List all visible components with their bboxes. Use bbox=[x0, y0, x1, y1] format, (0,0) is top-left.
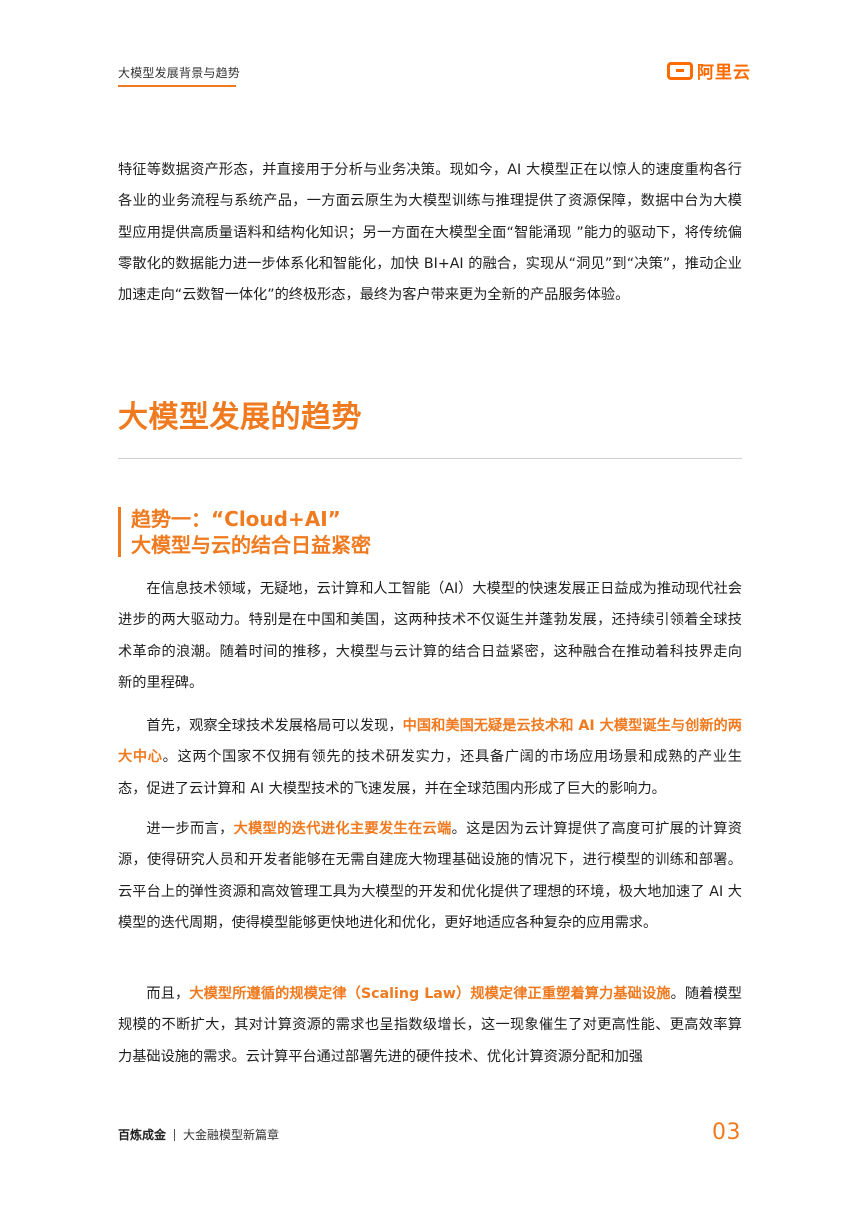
paragraph-3-text-b: 。这是因为云计算提供了高度可扩展的计算资源，使得研究人员和开发者能够在无需自建庞… bbox=[118, 821, 742, 931]
intro-paragraph: 特征等数据资产形态，并直接用于分析与业务决策。现如今，AI 大模型正在以惊人的速… bbox=[118, 162, 742, 304]
paragraph-2-text-a: 首先，观察全球技术发展格局可以发现， bbox=[146, 718, 403, 734]
paragraph-3: 进一步而言，大模型的迭代进化主要发生在云端。这是因为云计算提供了高度可扩展的计算… bbox=[118, 814, 742, 939]
subsection-accent-bar bbox=[118, 507, 121, 557]
page-footer: 百炼成金 大金融模型新篇章 bbox=[118, 1126, 279, 1143]
section-divider bbox=[118, 458, 742, 459]
paragraph-3-highlight: 大模型的迭代进化主要发生在云端 bbox=[233, 821, 452, 837]
section-title: 大模型发展的趋势 bbox=[118, 400, 362, 435]
footer-subtitle: 大金融模型新篇章 bbox=[183, 1128, 280, 1142]
footer-brand: 百炼成金 bbox=[118, 1128, 167, 1142]
paragraph-4-text-b: 。随着模型规模的不断扩大，其对计算资源的需求也呈指数级增长，这一现象催生了对更高… bbox=[118, 986, 742, 1065]
paragraph-3-text-a: 进一步而言， bbox=[146, 821, 234, 837]
paragraph-1: 在信息技术领域，无疑地，云计算和人工智能（AI）大模型的快速发展正日益成为推动现… bbox=[118, 581, 742, 691]
logo-text: 阿里云 bbox=[697, 63, 751, 83]
paragraph-4-text-a: 而且， bbox=[146, 986, 190, 1002]
header-title: 大模型发展背景与趋势 bbox=[118, 66, 241, 80]
paragraph-2-text-b: 。这两个国家不仅拥有领先的技术研发实力，还具备广阔的市场应用场景和成熟的产业生态… bbox=[118, 749, 742, 797]
paragraph-2-highlight: 中国和美国无疑是云技术和 AI 大模型诞生与创新的两大中心 bbox=[118, 718, 742, 766]
header-underline bbox=[118, 85, 236, 87]
paragraph-4-highlight: 大模型所遵循的规模定律（Scaling Law）规模定律正重塑着算力基础设施 bbox=[189, 986, 671, 1002]
subsection-title-line2: 大模型与云的结合日益紧密 bbox=[131, 533, 371, 557]
footer-separator bbox=[174, 1128, 176, 1141]
aliyun-logo-icon bbox=[667, 61, 693, 80]
paragraph-4: 而且，大模型所遵循的规模定律（Scaling Law）规模定律正重塑着算力基础设… bbox=[118, 979, 742, 1073]
page-number: 03 bbox=[712, 1120, 741, 1145]
paragraph-2: 首先，观察全球技术发展格局可以发现，中国和美国无疑是云技术和 AI 大模型诞生与… bbox=[118, 711, 742, 805]
aliyun-logo: 阿里云 bbox=[667, 58, 751, 83]
subsection-title-line1: 趋势一：“Cloud+AI” bbox=[131, 507, 341, 531]
subsection-title: 趋势一：“Cloud+AI” 大模型与云的结合日益紧密 bbox=[131, 506, 371, 558]
